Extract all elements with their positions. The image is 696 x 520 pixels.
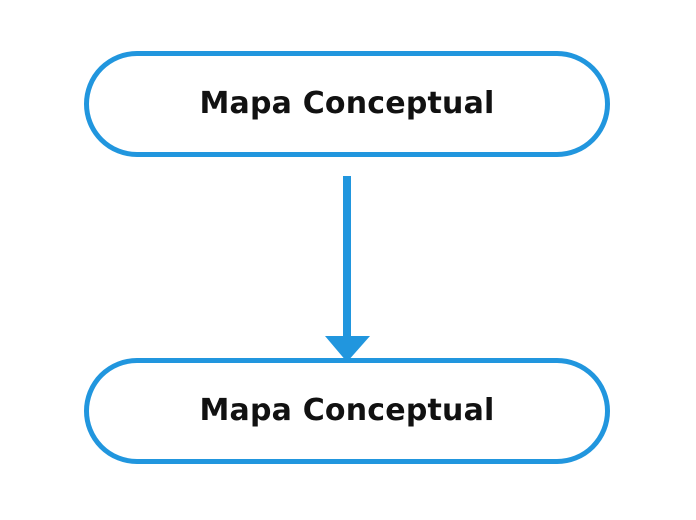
edge-top-to-bottom[interactable] <box>325 176 370 362</box>
node-mapa-conceptual-bottom[interactable]: Mapa Conceptual <box>84 358 610 464</box>
node-mapa-conceptual-top[interactable]: Mapa Conceptual <box>84 51 610 157</box>
node-bottom-label: Mapa Conceptual <box>199 393 495 428</box>
node-top-label: Mapa Conceptual <box>199 86 495 121</box>
arrow-stem <box>343 176 351 345</box>
